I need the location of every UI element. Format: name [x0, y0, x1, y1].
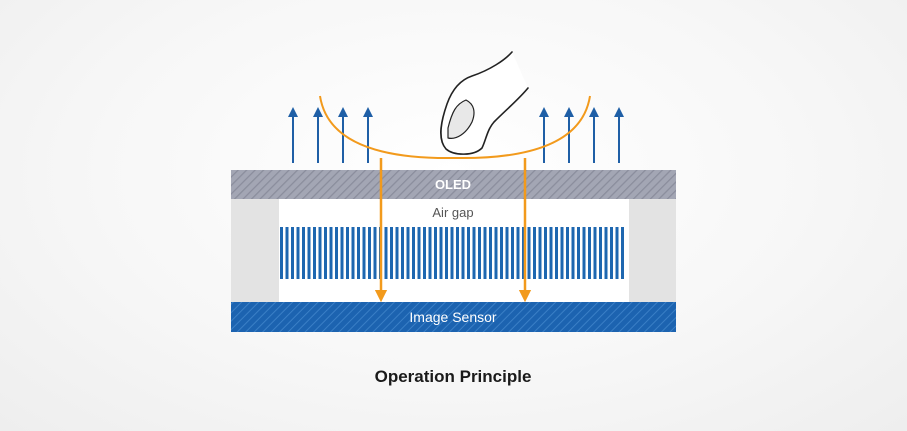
collimator-stripe [544, 227, 547, 279]
collimator-stripe [329, 227, 333, 279]
collimator-stripe [351, 227, 355, 279]
collimator-stripe [588, 227, 591, 279]
collimator-stripe [439, 227, 443, 279]
collimator-stripe [450, 227, 454, 279]
collimator-stripe [412, 227, 415, 279]
collimator-stripe [533, 227, 536, 279]
collimator-stripe [318, 227, 322, 279]
image-sensor-label: Image Sensor [409, 309, 496, 325]
collimator-stripe [456, 227, 459, 279]
collimator-stripe [549, 227, 553, 279]
collimator-stripe [313, 227, 316, 279]
collimator-stripe [615, 227, 619, 279]
collimator-stripe [417, 227, 421, 279]
collimator-stripe [489, 227, 492, 279]
collimator-stripe [395, 227, 399, 279]
collimator-stripe [599, 227, 602, 279]
collimator-stripe [538, 227, 542, 279]
collimator-stripe [291, 227, 294, 279]
collimator-stripe [566, 227, 569, 279]
collimator-stripe [428, 227, 432, 279]
emission-arrows [288, 107, 624, 163]
collimator-stripe [324, 227, 327, 279]
collimator-stripes [280, 227, 624, 279]
collimator-stripe [516, 227, 520, 279]
collimator-stripe [472, 227, 476, 279]
collimator-stripe [500, 227, 503, 279]
oled-label: OLED [435, 177, 471, 192]
collimator-stripe [390, 227, 393, 279]
collimator-stripe [505, 227, 509, 279]
collimator-stripe [577, 227, 580, 279]
collimator-stripe [346, 227, 349, 279]
right-side-block [629, 199, 676, 302]
collimator-stripe [522, 227, 525, 279]
collimator-stripe [478, 227, 481, 279]
collimator-stripe [582, 227, 586, 279]
diagram-caption: Operation Principle [375, 367, 532, 386]
collimator-stripe [555, 227, 558, 279]
collimator-stripe [511, 227, 514, 279]
collimator-stripe [571, 227, 575, 279]
collimator-stripe [335, 227, 338, 279]
collimator-stripe [423, 227, 426, 279]
collimator-stripe [285, 227, 289, 279]
collimator-stripe [461, 227, 465, 279]
collimator-stripe [434, 227, 437, 279]
finger-icon [440, 51, 529, 155]
collimator-stripe [373, 227, 377, 279]
collimator-stripe [296, 227, 300, 279]
collimator-stripe [280, 227, 283, 279]
collimator-stripe [593, 227, 597, 279]
collimator-stripe [362, 227, 366, 279]
collimator-stripe [302, 227, 305, 279]
collimator-stripe [368, 227, 371, 279]
collimator-stripe [445, 227, 448, 279]
collimator-stripe [527, 227, 531, 279]
collimator-stripe [384, 227, 388, 279]
reflected-light-curve [319, 95, 591, 160]
collimator-stripe [401, 227, 404, 279]
air-gap-label: Air gap [432, 205, 473, 220]
collimator-stripe [357, 227, 360, 279]
collimator-stripe [604, 227, 608, 279]
collimator-stripe [494, 227, 498, 279]
collimator-stripe [560, 227, 564, 279]
image-sensor-layer [231, 302, 676, 332]
left-side-block [231, 199, 279, 302]
collimator-stripe [307, 227, 311, 279]
collimator-stripe [483, 227, 487, 279]
collimator-stripe [340, 227, 344, 279]
collimator-stripe [406, 227, 410, 279]
collimator-stripe [621, 227, 624, 279]
collimator-stripe [467, 227, 470, 279]
oled-layer [231, 170, 676, 199]
collimator-stripe [610, 227, 613, 279]
